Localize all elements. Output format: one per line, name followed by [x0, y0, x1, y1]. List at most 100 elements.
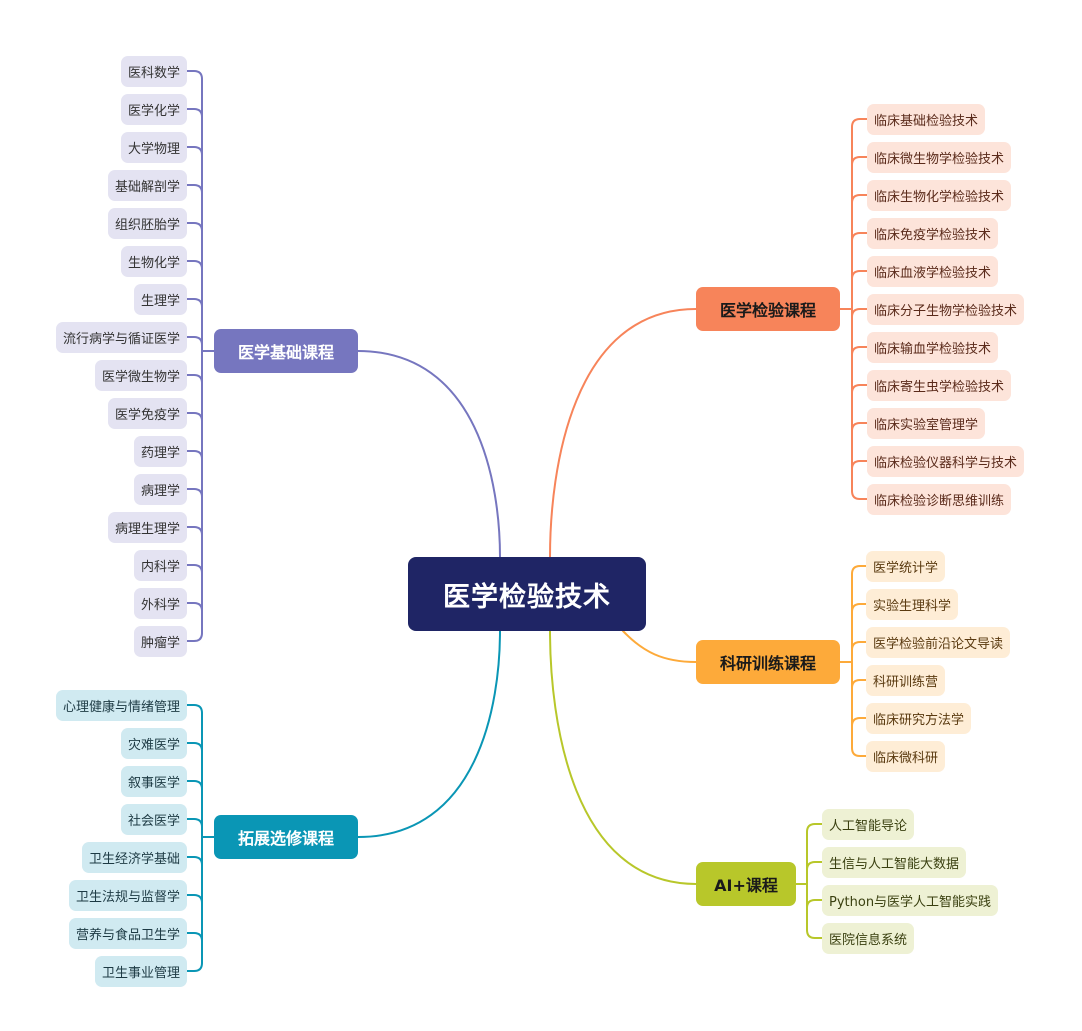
connector-leaf: [851, 747, 867, 757]
connector-leaf: [186, 108, 203, 118]
branch-label: 科研训练课程: [719, 654, 816, 673]
leaf-node-research[interactable]: 医学检验前沿论文导读: [866, 626, 1011, 658]
leaf-node-lab[interactable]: 临床血液学检验技术: [867, 255, 999, 287]
leaf-node-basic[interactable]: 药理学: [133, 435, 187, 467]
leaf-node-extension[interactable]: 心理健康与情绪管理: [55, 689, 187, 721]
leaf-label: 临床血液学检验技术: [874, 265, 992, 281]
leaf-label: 临床输血学检验技术: [874, 341, 992, 357]
leaf-node-basic[interactable]: 医学免疫学: [107, 397, 187, 429]
leaf-node-extension[interactable]: 卫生法规与监督学: [68, 879, 187, 911]
connector-leaf: [186, 894, 203, 904]
connector-leaf: [851, 717, 867, 727]
connector-leaf: [851, 490, 868, 500]
leaf-label: 医学微生物学: [101, 369, 180, 385]
leaf-node-basic[interactable]: 内科学: [133, 549, 187, 581]
leaf-label: 临床检验仪器科学与技术: [874, 455, 1018, 471]
leaf-node-basic[interactable]: 病理生理学: [107, 511, 187, 543]
leaf-node-lab[interactable]: 临床微生物学检验技术: [867, 141, 1012, 173]
branch-node-basic[interactable]: 医学基础课程: [214, 329, 358, 373]
leaf-label: 医学检验前沿论文导读: [873, 636, 1004, 652]
connector-leaf: [851, 194, 868, 204]
leaf-label: 基础解剖学: [114, 179, 180, 195]
leaf-label: 科研训练营: [873, 674, 939, 690]
root-label: 医学检验技术: [443, 581, 611, 613]
leaf-label: Python与医学人工智能实践: [829, 894, 992, 910]
leaf-node-lab[interactable]: 临床实验室管理学: [867, 407, 986, 439]
leaf-label: 生信与人工智能大数据: [829, 856, 960, 872]
leaf-node-basic[interactable]: 生理学: [133, 283, 187, 315]
connector-leaf: [806, 929, 823, 939]
leaf-node-research[interactable]: 临床研究方法学: [866, 702, 972, 734]
leaf-node-ai[interactable]: 人工智能导论: [822, 808, 915, 840]
leaf-node-basic[interactable]: 外科学: [133, 587, 187, 619]
leaf-node-basic[interactable]: 医学化学: [120, 93, 187, 125]
branch-label: 拓展选修课程: [237, 829, 334, 848]
connector-leaf: [806, 899, 823, 909]
leaf-label: 临床免疫学检验技术: [874, 227, 992, 243]
leaf-node-research[interactable]: 实验生理科学: [866, 588, 959, 620]
leaf-label: 临床研究方法学: [873, 712, 965, 728]
leaf-label: 心理健康与情绪管理: [62, 699, 180, 715]
leaf-label: 灾难医学: [127, 737, 180, 753]
leaf-label: 流行病学与循证医学: [62, 331, 180, 347]
leaf-node-ai[interactable]: Python与医学人工智能实践: [822, 884, 999, 916]
leaf-node-basic[interactable]: 病理学: [133, 473, 187, 505]
connector-leaf: [186, 780, 203, 790]
connector-root-to-research: [622, 630, 697, 663]
leaf-label: 临床微生物学检验技术: [874, 151, 1005, 167]
leaf-label: 组织胚胎学: [114, 217, 180, 233]
leaf-node-basic[interactable]: 医科数学: [120, 55, 187, 87]
leaf-node-lab[interactable]: 临床检验诊断思维训练: [867, 483, 1012, 515]
leaf-node-lab[interactable]: 临床寄生虫学检验技术: [867, 369, 1012, 401]
leaf-node-extension[interactable]: 卫生事业管理: [94, 955, 187, 987]
connector-leaf: [186, 374, 203, 384]
leaf-node-extension[interactable]: 灾难医学: [120, 727, 187, 759]
leaf-node-lab[interactable]: 临床免疫学检验技术: [867, 217, 999, 249]
connector-leaf: [851, 603, 867, 613]
branch-node-ai[interactable]: AI+课程: [696, 862, 796, 906]
leaf-node-basic[interactable]: 肿瘤学: [133, 625, 187, 657]
leaf-node-ai[interactable]: 生信与人工智能大数据: [822, 846, 967, 878]
connector-leaf: [186, 146, 203, 156]
connector-leaf: [186, 818, 203, 828]
leaf-label: 医院信息系统: [829, 932, 908, 948]
leaf-label: 大学物理: [127, 141, 180, 157]
leaf-label: 病理生理学: [114, 521, 180, 537]
leaf-node-basic[interactable]: 医学微生物学: [94, 359, 187, 391]
leaf-node-basic[interactable]: 流行病学与循证医学: [55, 321, 187, 353]
connector-leaf: [186, 602, 203, 612]
leaf-label: 病理学: [140, 483, 180, 499]
leaf-label: 营养与食品卫生学: [75, 927, 180, 943]
leaf-label: 卫生事业管理: [101, 965, 180, 981]
leaf-label: 卫生经济学基础: [88, 851, 180, 867]
leaf-label: 内科学: [140, 559, 180, 575]
leaf-node-lab[interactable]: 临床输血学检验技术: [867, 331, 999, 363]
leaf-node-extension[interactable]: 社会医学: [120, 803, 187, 835]
leaf-node-extension[interactable]: 营养与食品卫生学: [68, 917, 187, 949]
leaf-node-basic[interactable]: 组织胚胎学: [107, 207, 187, 239]
leaf-node-basic[interactable]: 大学物理: [120, 131, 187, 163]
branch-node-extension[interactable]: 拓展选修课程: [214, 815, 358, 859]
branch-node-lab[interactable]: 医学检验课程: [696, 287, 840, 331]
leaf-label: 临床寄生虫学检验技术: [874, 379, 1005, 395]
leaf-label: 卫生法规与监督学: [75, 889, 180, 905]
leaf-node-lab[interactable]: 临床分子生物学检验技术: [867, 293, 1025, 325]
leaf-node-research[interactable]: 医学统计学: [866, 550, 946, 582]
leaf-node-research[interactable]: 科研训练营: [866, 664, 946, 696]
connector-leaf: [186, 412, 203, 422]
leaf-node-lab[interactable]: 临床基础检验技术: [867, 103, 986, 135]
leaf-node-research[interactable]: 临床微科研: [866, 740, 946, 772]
connector-leaf: [851, 156, 868, 166]
leaf-node-ai[interactable]: 医院信息系统: [822, 922, 915, 954]
leaf-node-basic[interactable]: 生物化学: [120, 245, 187, 277]
leaf-node-lab[interactable]: 临床生物化学检验技术: [867, 179, 1012, 211]
leaf-label: 医学化学: [127, 103, 180, 119]
root-node[interactable]: 医学检验技术: [408, 557, 646, 631]
connector-leaf: [186, 704, 203, 714]
branch-node-research[interactable]: 科研训练课程: [696, 640, 840, 684]
leaf-node-basic[interactable]: 基础解剖学: [107, 169, 187, 201]
leaf-node-lab[interactable]: 临床检验仪器科学与技术: [867, 445, 1025, 477]
leaf-node-extension[interactable]: 叙事医学: [120, 765, 187, 797]
leaf-node-extension[interactable]: 卫生经济学基础: [81, 841, 187, 873]
